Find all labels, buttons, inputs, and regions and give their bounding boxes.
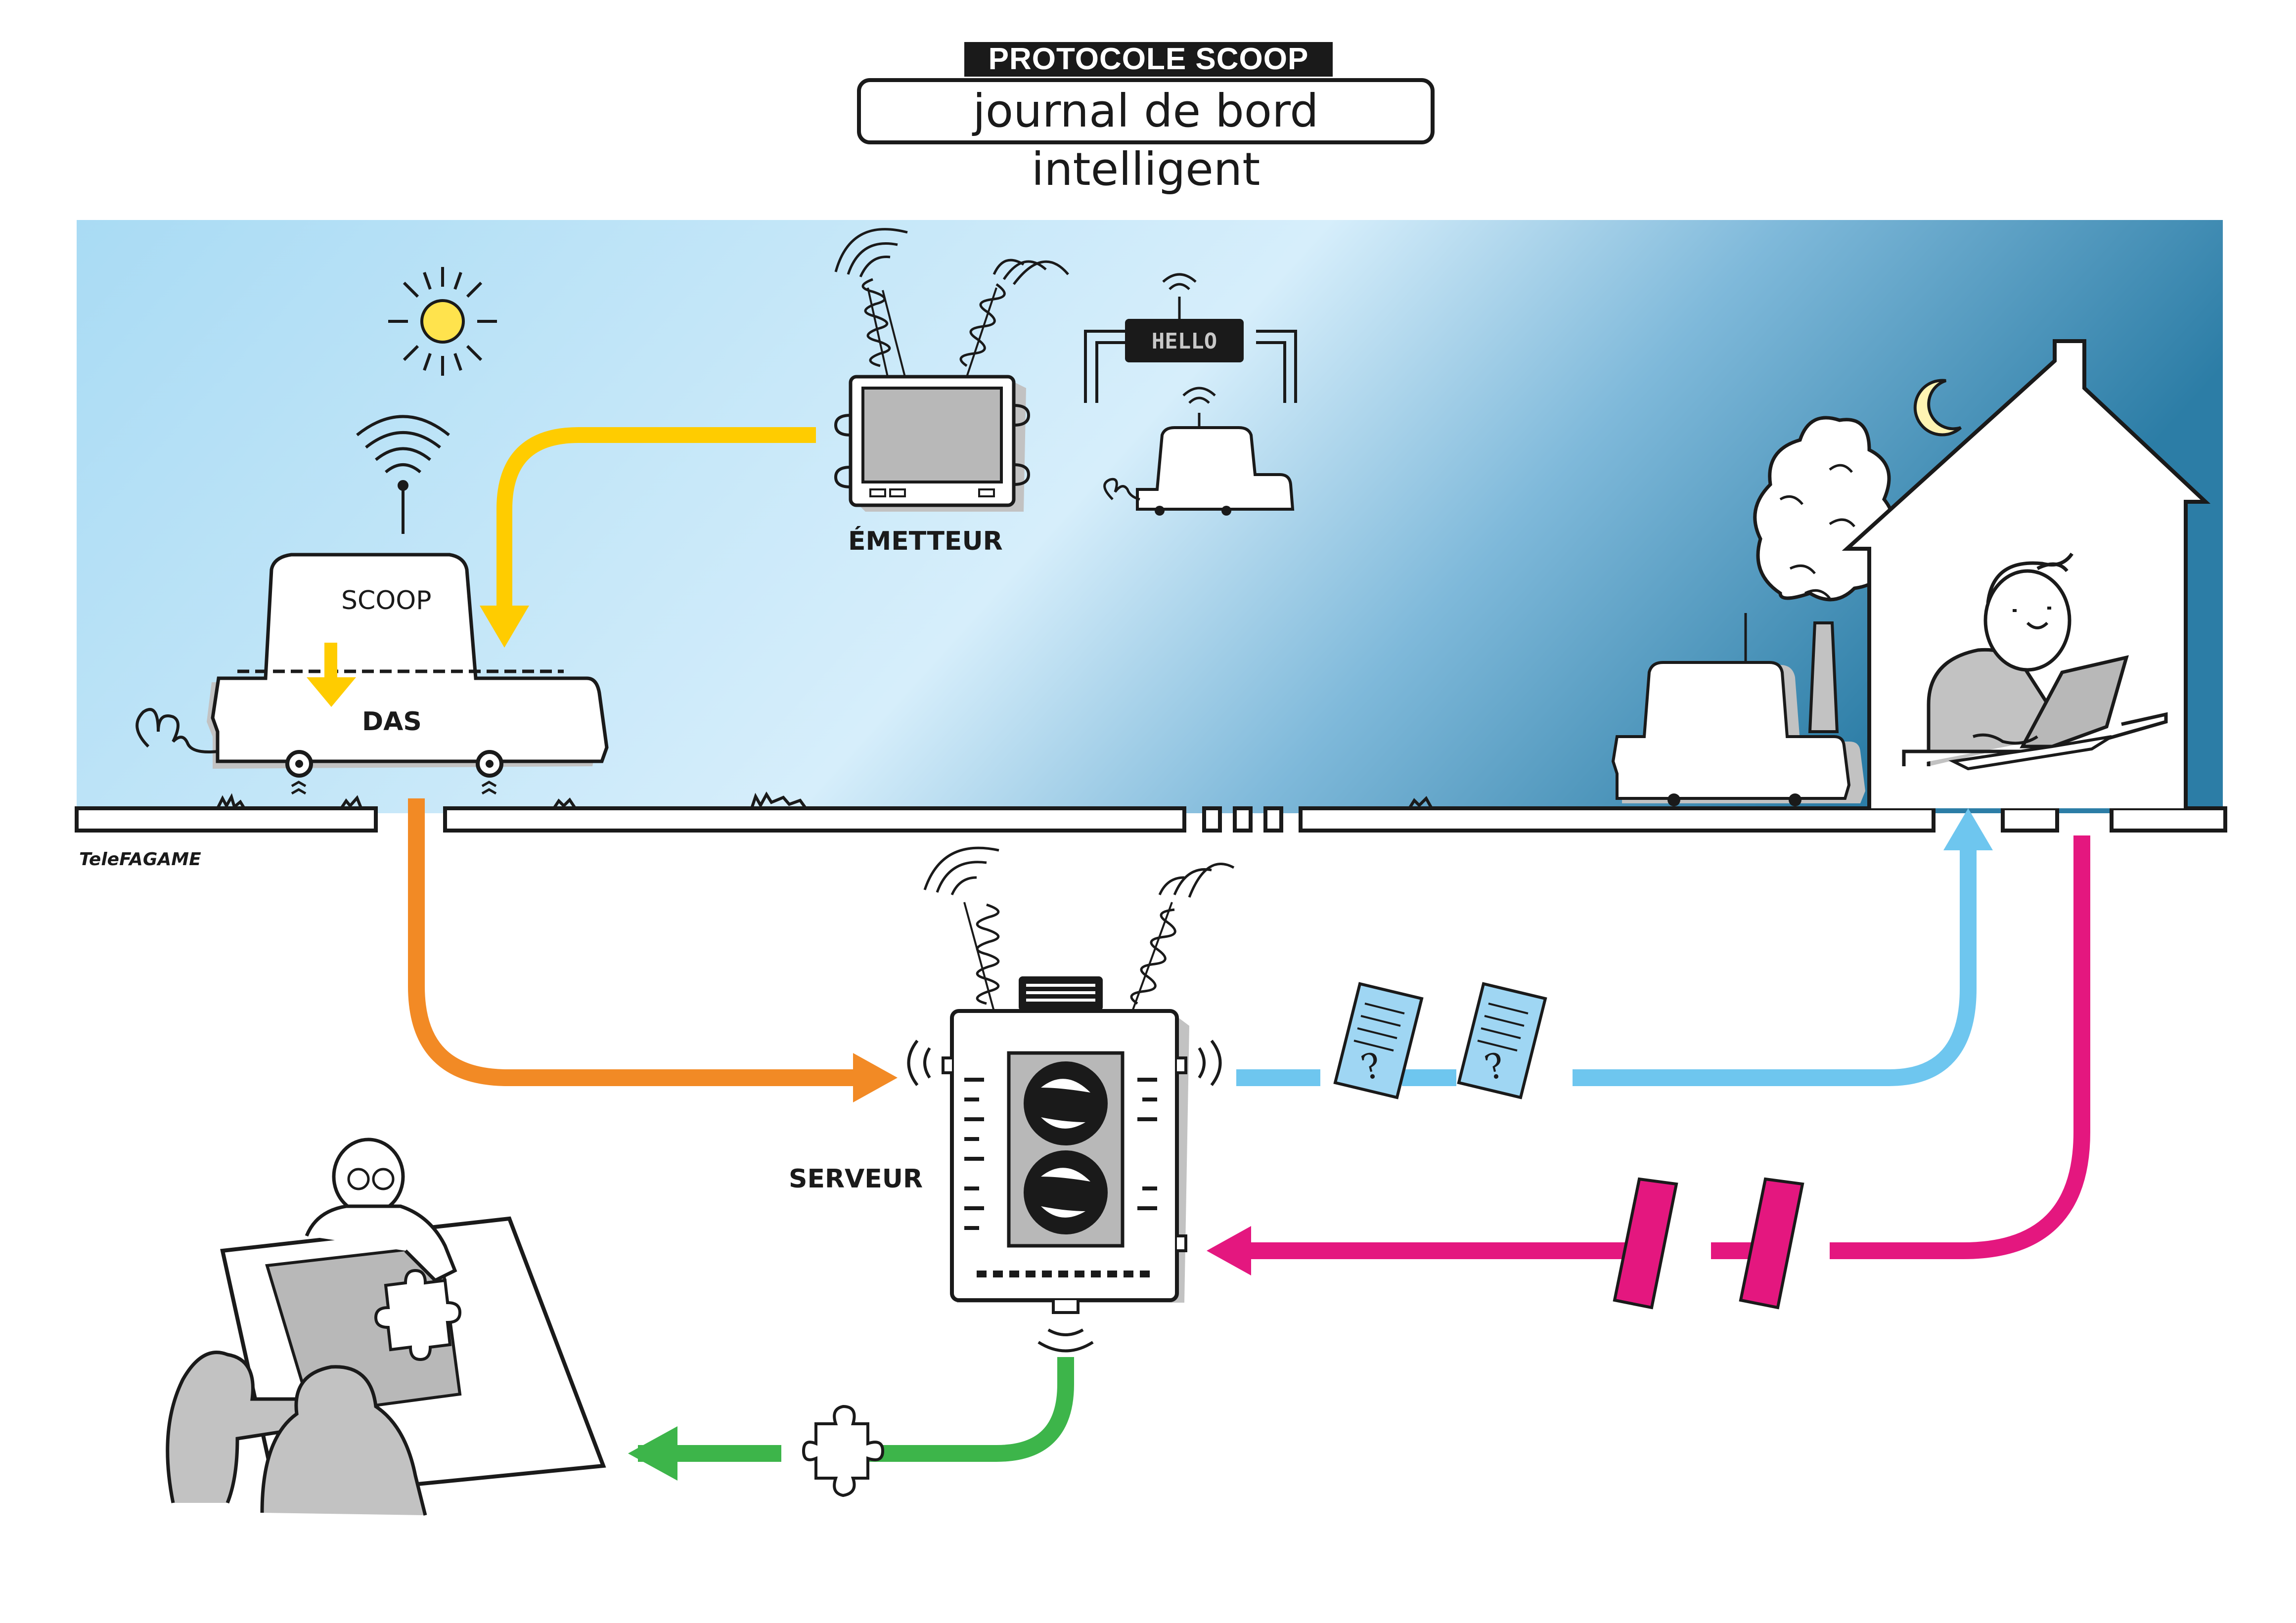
arrow-orange xyxy=(408,798,898,1102)
antenna-icon xyxy=(1162,273,1197,319)
serveur-label: SERVEUR xyxy=(789,1164,923,1194)
scoop-car xyxy=(135,415,609,795)
arrow-green xyxy=(628,1357,1074,1497)
emetteur-label: ÉMETTEUR xyxy=(848,526,1003,556)
das-arrow xyxy=(307,643,356,707)
antenna-icon xyxy=(356,415,450,534)
road xyxy=(75,806,2227,833)
arrow-blue: ? ? xyxy=(1236,808,1993,1099)
das-label: DAS xyxy=(362,707,422,737)
data-packet xyxy=(1613,1177,1678,1310)
puzzle-icon xyxy=(802,1404,885,1497)
puzzle-scene xyxy=(166,1138,606,1516)
document-icon: ? xyxy=(1457,982,1547,1099)
car-icon xyxy=(1611,613,1865,806)
tree-icon xyxy=(1753,416,1896,733)
arrow-yellow xyxy=(480,427,816,648)
sun-icon xyxy=(388,267,497,376)
server-icon xyxy=(907,846,1235,1353)
arrow-magenta xyxy=(1207,835,2090,1310)
hello-sign: HELLO xyxy=(1152,329,1217,354)
person-with-laptop xyxy=(1902,552,2168,771)
puzzle-icon xyxy=(374,1269,462,1361)
car-body xyxy=(211,553,609,763)
scoop-label: SCOOP xyxy=(341,586,432,615)
small-car xyxy=(1136,426,1295,511)
moon-icon xyxy=(1913,379,1962,437)
document-icon: ? xyxy=(1333,982,1424,1099)
data-packet xyxy=(1739,1177,1804,1310)
artist-signature: TeleFAGAME xyxy=(79,849,201,870)
hello-gantry: HELLO xyxy=(1084,273,1297,516)
title-tag: PROTOCOLE SCOOP xyxy=(964,42,1333,77)
exhaust-squiggle xyxy=(135,708,218,753)
grass-tufts xyxy=(216,791,1433,810)
page-subtitle: journal de bord intelligent xyxy=(857,78,1435,196)
transmitter-icon xyxy=(834,228,1069,512)
laptop-icon xyxy=(1948,655,2129,771)
